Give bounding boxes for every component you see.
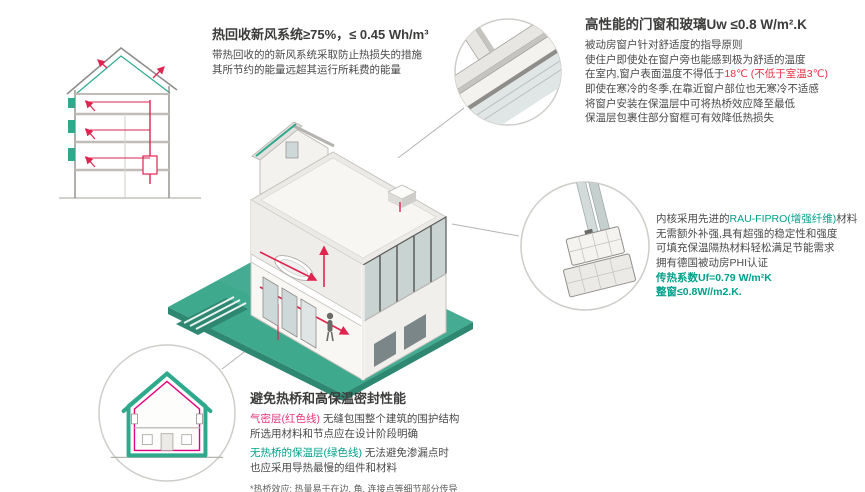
windows-note-line: 保温层包裹住部分窗框可有效降低热损失	[585, 112, 774, 125]
thermal-note-line: 气密层(红色线) 无缝包围整个建筑的围护结构	[250, 413, 460, 425]
thermal-note-line: 所选用材料和节点应在设计阶段明确	[250, 427, 418, 440]
hrv-note-line: 带热回收的的新风系统采取防止热损失的措施	[212, 49, 422, 61]
window-profile-illustration	[518, 179, 652, 313]
hrv-house-section-icon	[59, 46, 201, 199]
windows-note-line: 在室内,窗户表面温度不得低于18℃ (不低于室温3℃)	[585, 68, 828, 81]
hrv-note-line: 其所节约的能量远超其运行所耗费的能量	[212, 63, 401, 76]
window-corner-detail-icon	[454, 18, 562, 126]
windows-temp-highlight: 18℃ (不低于室温3℃)	[724, 68, 828, 81]
profile-note-line: 拥有德国被动房PHI认证	[656, 257, 769, 270]
profile-note-line: 内核采用先进的RAU-FIPRO(增强纤维)材料	[656, 213, 858, 225]
insulation-layer-highlight: 无热桥的保温层(绿色线)	[250, 447, 362, 460]
hrv-title: 热回收新风系统≥75%，≤ 0.45 Wh/m³	[212, 27, 429, 42]
uf-value: 传热系数Uf=0.79 W/m²K	[656, 271, 772, 284]
thermal-title: 避免热桥和高保温密封性能	[250, 391, 407, 406]
section-profile: 内核采用先进的RAU-FIPRO(增强纤维)材料 无需额外补强,具有超强的稳定性…	[656, 212, 862, 300]
window-profile-icon	[520, 181, 650, 311]
windows-title: 高性能的门窗和玻璃Uw ≤0.8 W/m².K	[585, 17, 807, 32]
thermal-envelope-icon	[98, 344, 236, 482]
uw-value: 整窗≤0.8W//m2.K.	[656, 286, 742, 299]
section-thermal: 避免热桥和高保温密封性能 气密层(红色线) 无缝包围整个建筑的围护结构 所选用材…	[250, 388, 490, 492]
section-hrv: 热回收新风系统≥75%，≤ 0.45 Wh/m³ 带热回收的的新风系统采取防止热…	[212, 24, 452, 77]
windows-note-line: 被动房窗户针对舒适度的指导原则	[585, 39, 743, 51]
thermal-note-line: 也应采用导热最慢的组件和材料	[250, 462, 397, 475]
window-corner-detail-illustration	[452, 16, 564, 128]
windows-note-line: 即使在寒冷的冬季,在靠近窗户部位也无寒冷不适感	[585, 83, 819, 96]
isometric-house-icon	[168, 121, 473, 401]
thermal-footnote: *热桥效应: 热量易于在边, 角, 连接点等细节部分传导	[250, 483, 458, 492]
hrv-house-section-illustration	[55, 36, 205, 206]
windows-note-line: 使住户即使处在窗户旁也能感到极为舒适的温度	[585, 53, 806, 66]
section-windows: 高性能的门窗和玻璃Uw ≤0.8 W/m².K 被动房窗户针对舒适度的指导原则 …	[585, 13, 861, 126]
person-figure	[326, 312, 334, 320]
windows-note-line: 将窗户安装在保温层中可将热桥效应降至最低	[585, 97, 795, 110]
profile-note-line: 可填充保温隔热材料轻松满足节能需求	[656, 242, 835, 255]
thermal-envelope-illustration	[97, 343, 237, 483]
isometric-house-illustration	[148, 82, 483, 402]
rau-fipro-highlight: RAU-FIPRO(增强纤维)	[729, 213, 837, 225]
profile-note-line: 无需额外补强,具有超强的稳定性和强度	[656, 227, 838, 240]
airtight-layer-highlight: 气密层(红色线)	[250, 413, 320, 425]
thermal-note-line: 无热桥的保温层(绿色线) 无法避免渗漏点时	[250, 447, 449, 460]
